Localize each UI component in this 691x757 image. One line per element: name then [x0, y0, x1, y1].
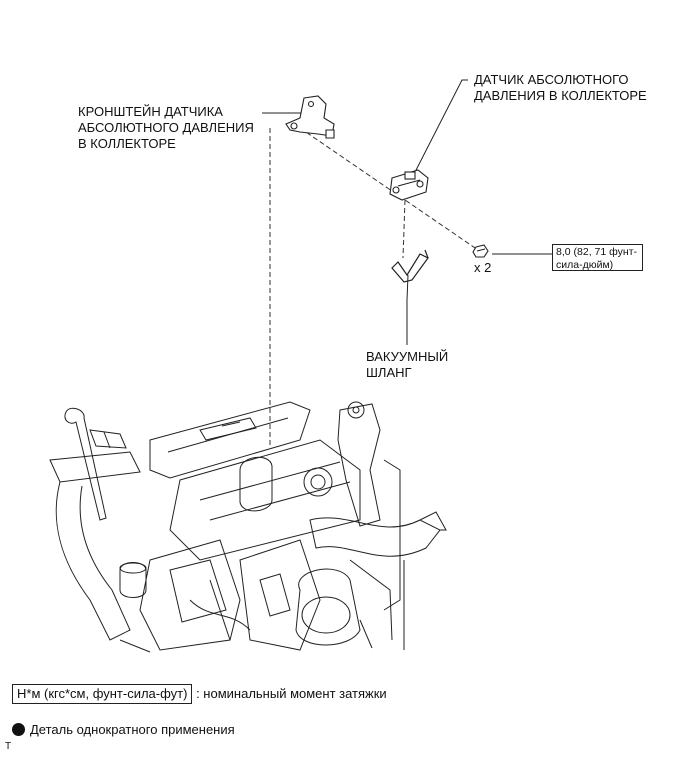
- map-sensor-bracket: [285, 95, 335, 139]
- bolt-quantity: x 2: [474, 260, 492, 275]
- legend-torque-units: Н*м (кгс*см, фунт-сила-фут) : номинальны…: [12, 684, 387, 704]
- sensor-label-line: ДАВЛЕНИЯ В КОЛЛЕКТОРЕ: [474, 88, 647, 103]
- bracket-label-line: АБСОЛЮТНОГО ДАВЛЕНИЯ: [78, 120, 254, 135]
- sensor-label-line: ДАТЧИК АБСОЛЮТНОГО: [474, 72, 629, 87]
- legend-units-box: Н*м (кгс*см, фунт-сила-фут): [12, 684, 193, 704]
- hose-label-line: ШЛАНГ: [366, 365, 412, 380]
- bracket-label-line: В КОЛЛЕКТОРЕ: [78, 136, 176, 151]
- hose-assembly-line: [402, 199, 406, 259]
- torque-spec-line: 8,0 (82, 71 фунт-: [556, 246, 637, 258]
- bolt-assembly-line: [299, 127, 479, 251]
- sensor-label: ДАТЧИК АБСОЛЮТНОГО ДАВЛЕНИЯ В КОЛЛЕКТОРЕ: [474, 72, 647, 104]
- legend-units-desc: : номинальный момент затяжки: [196, 686, 387, 701]
- bracket-label-line: КРОНШТЕЙН ДАТЧИКА: [78, 104, 223, 119]
- bracket-label: КРОНШТЕЙН ДАТЧИКА АБСОЛЮТНОГО ДАВЛЕНИЯ В…: [78, 104, 254, 152]
- sensor-leader: [411, 79, 468, 179]
- hose-label-line: ВАКУУМНЫЙ: [366, 349, 449, 364]
- hose-label: ВАКУУМНЫЙ ШЛАНГ: [366, 349, 448, 381]
- vacuum-hose: [391, 249, 429, 283]
- engine-illustration: [49, 401, 447, 653]
- filled-circle-icon: [12, 723, 25, 736]
- hose-leader: [406, 274, 409, 345]
- bolt: [472, 244, 489, 258]
- torque-spec-line: сила-дюйм): [556, 259, 614, 271]
- torque-spec-box: 8,0 (82, 71 фунт- сила-дюйм): [552, 244, 643, 271]
- corner-mark: T: [5, 741, 12, 752]
- map-sensor: [389, 169, 429, 201]
- legend-single-use-text: Деталь однократного применения: [30, 722, 235, 737]
- legend-single-use: Деталь однократного применения: [12, 722, 235, 738]
